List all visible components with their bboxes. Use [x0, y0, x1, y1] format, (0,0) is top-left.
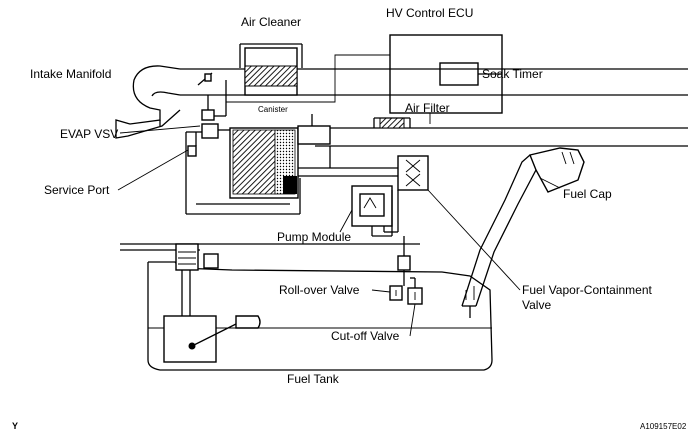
- evap-vsv: [185, 80, 230, 214]
- label-air-filter: Air Filter: [405, 101, 450, 115]
- fuel-cap-shape: [529, 147, 585, 193]
- air-cleaner: [180, 43, 688, 96]
- pump-module: [351, 155, 429, 237]
- label-fuel-vapor-valve: Valve: [522, 298, 551, 312]
- labels: Air Cleaner HV Control ECU Intake Manifo…: [12, 6, 687, 431]
- label-pump-module: Pump Module: [277, 230, 351, 244]
- service-port-fitting: [187, 145, 197, 157]
- label-service-port: Service Port: [44, 183, 110, 197]
- canister: [229, 114, 331, 199]
- fuel-pump-sender: [163, 315, 261, 363]
- fuel-tank: [120, 243, 493, 371]
- label-canister: Canister: [258, 105, 288, 114]
- soak-timer-box: [439, 62, 479, 86]
- label-air-cleaner: Air Cleaner: [241, 15, 301, 29]
- filler-neck: [461, 147, 585, 318]
- footer-left-code: Y: [12, 421, 18, 431]
- label-fuel-cap: Fuel Cap: [563, 187, 612, 201]
- label-fuel-tank: Fuel Tank: [287, 372, 340, 386]
- intake-manifold: [115, 65, 181, 139]
- footer-right-code: A109157E02: [640, 422, 687, 431]
- vapor-pipes: [186, 146, 398, 215]
- label-soak-timer: Soak Timer: [482, 67, 543, 81]
- label-fuel-vapor-containment: Fuel Vapor-Containment: [522, 283, 653, 297]
- air-filter: [315, 117, 688, 147]
- label-hv-control-ecu: HV Control ECU: [386, 6, 473, 20]
- label-intake-manifold: Intake Manifold: [30, 67, 111, 81]
- label-rollover-valve: Roll-over Valve: [279, 283, 360, 297]
- tank-valves: [389, 236, 423, 305]
- rollover-valve-body: [397, 255, 411, 271]
- label-evap-vsv: EVAP VSV: [60, 127, 118, 141]
- label-cutoff-valve: Cut-off Valve: [331, 329, 400, 343]
- leader-lines: [117, 125, 561, 337]
- ecu-wiring: [226, 54, 431, 124]
